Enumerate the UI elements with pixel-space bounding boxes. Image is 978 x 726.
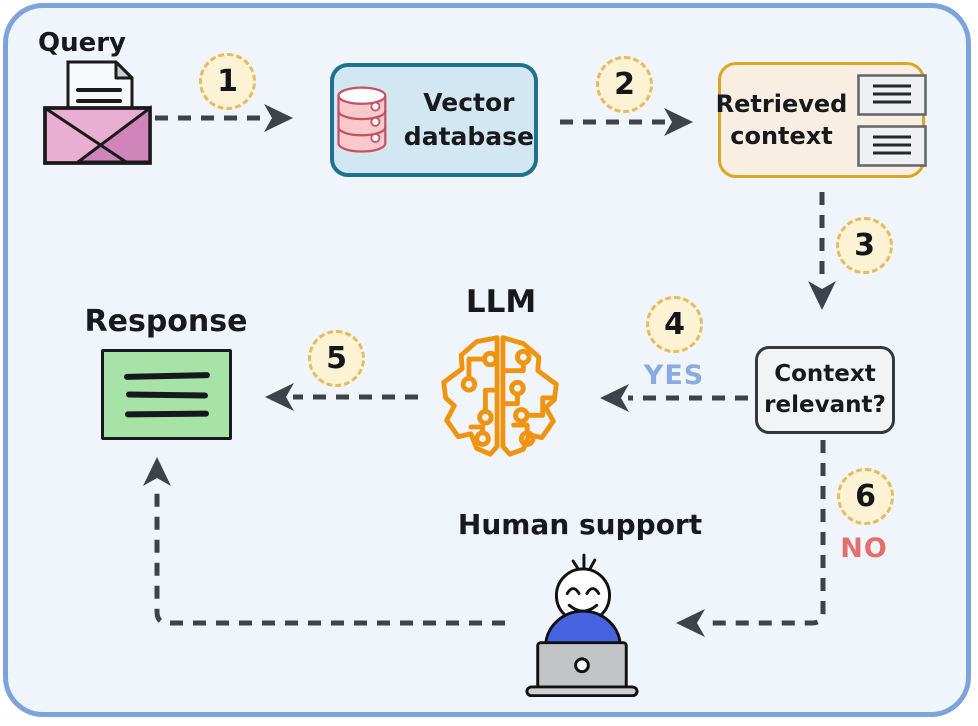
yes-branch-label: YES xyxy=(643,360,705,391)
document-card-icon xyxy=(857,73,928,116)
retrieved-context-label-line1: Retrieved xyxy=(715,89,848,118)
retrieved-context-label-line2: context xyxy=(730,122,833,150)
context-relevant-label-line1: Context xyxy=(774,360,876,387)
query-label: Query xyxy=(37,28,127,58)
step-badge-4: 4 xyxy=(646,296,703,353)
vector-database-label: Vector database xyxy=(404,86,534,154)
step-number-3: 3 xyxy=(854,228,875,263)
step-number-6: 6 xyxy=(855,479,876,514)
text-line-icon xyxy=(123,371,210,380)
step-badge-5: 5 xyxy=(308,330,365,387)
vector-database-node: Vector database xyxy=(330,63,538,177)
response-label: Response xyxy=(84,304,248,339)
vector-database-label-line1: Vector xyxy=(423,88,515,118)
step-badge-2: 2 xyxy=(596,56,653,113)
context-relevant-label: Context relevant? xyxy=(764,359,886,421)
retrieved-context-node: Retrieved context xyxy=(716,62,928,178)
step-badge-6: 6 xyxy=(837,468,894,525)
text-line-icon xyxy=(125,390,208,399)
no-branch-label: NO xyxy=(840,533,888,564)
step-badge-3: 3 xyxy=(836,217,893,274)
step-number-5: 5 xyxy=(326,341,347,376)
context-relevant-label-line2: relevant? xyxy=(764,392,886,418)
step-number-2: 2 xyxy=(614,67,635,102)
document-card-icon xyxy=(857,124,928,167)
person-laptop-icon xyxy=(525,553,639,697)
step-number-4: 4 xyxy=(664,307,685,342)
llm-label: LLM xyxy=(465,284,537,320)
vector-database-label-line2: database xyxy=(403,122,534,151)
step-badge-1: 1 xyxy=(199,53,256,110)
human-support-label: Human support xyxy=(457,508,703,541)
database-cylinder-icon xyxy=(337,86,387,153)
document-stack-icon xyxy=(857,73,928,167)
response-node xyxy=(101,349,232,440)
circuit-brain-icon xyxy=(441,335,559,457)
text-line-icon xyxy=(124,410,209,417)
envelope-document-icon xyxy=(43,60,152,165)
context-relevant-node: Context relevant? xyxy=(755,346,895,434)
step-number-1: 1 xyxy=(217,64,238,99)
retrieved-context-label: Retrieved context xyxy=(716,88,848,153)
